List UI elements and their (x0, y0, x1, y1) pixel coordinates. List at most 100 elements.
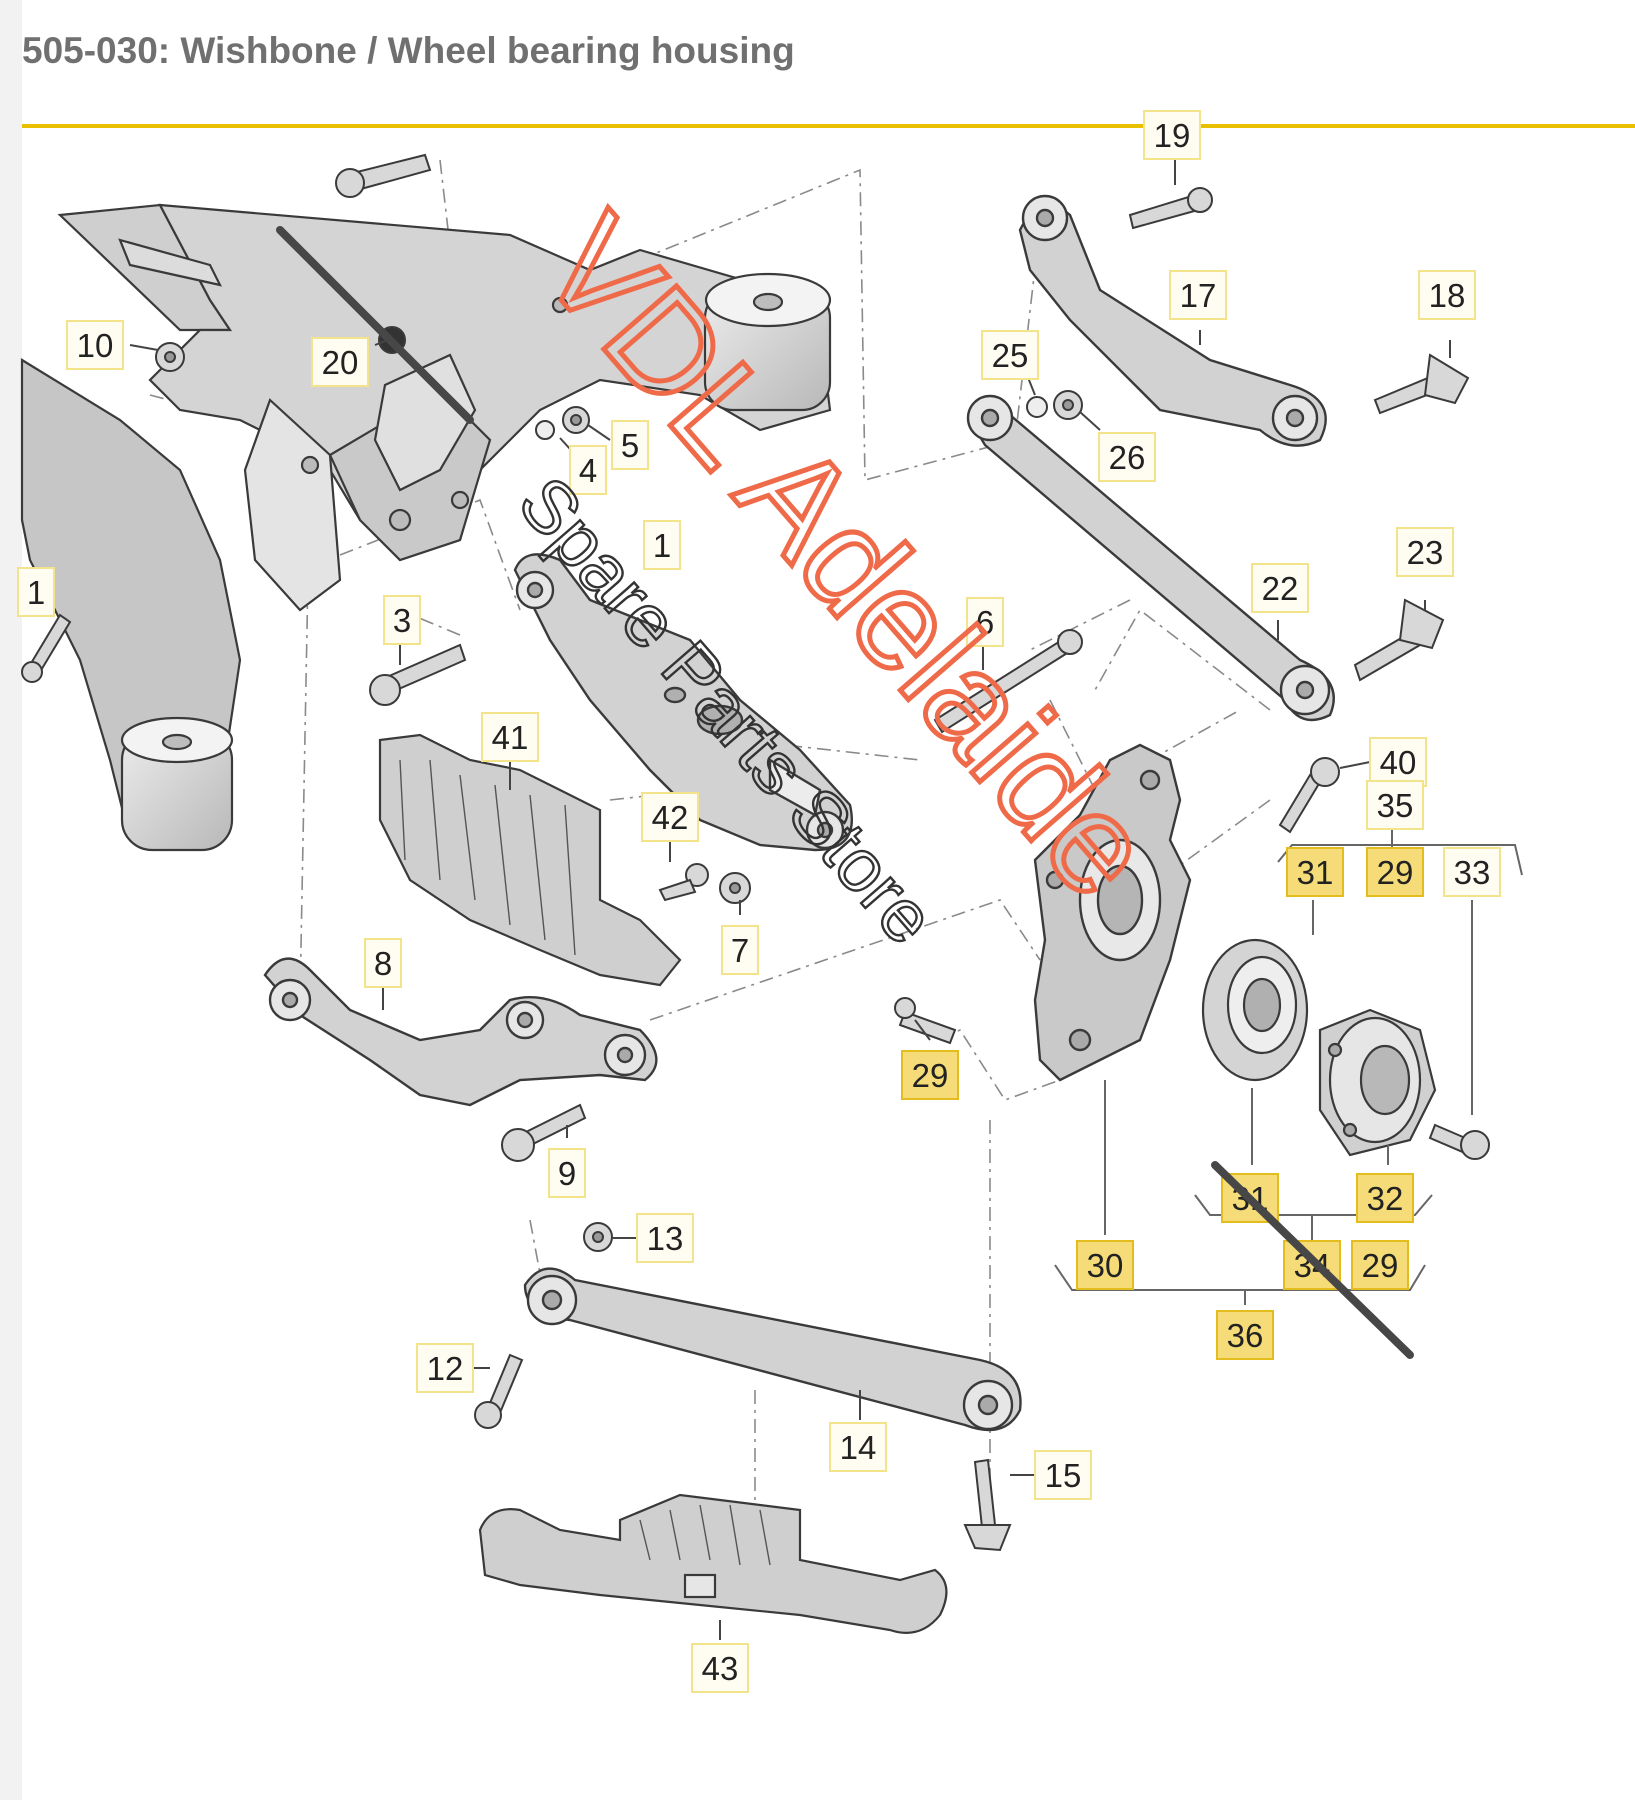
callout-3: 3 (383, 595, 421, 645)
bolt-1-left (21, 613, 72, 683)
callout-number: 1 (653, 527, 671, 564)
callout-box (1366, 780, 1424, 830)
callout-19: 19 (1143, 110, 1201, 160)
callout-box (721, 925, 759, 975)
bolt-29-mid (894, 997, 957, 1045)
callout-29: 29 (1366, 847, 1424, 897)
washer-25 (1026, 396, 1048, 418)
callout-number: 14 (840, 1429, 877, 1466)
callout-29: 29 (901, 1050, 959, 1100)
callout-box (611, 420, 649, 470)
callout-36: 36 (1216, 1310, 1274, 1360)
nut-7 (719, 872, 751, 904)
nut-10 (155, 342, 185, 372)
callout-number: 18 (1429, 277, 1466, 314)
callout-box (1251, 563, 1309, 613)
bolt-19 (1128, 187, 1213, 230)
callout-43: 43 (691, 1643, 749, 1693)
strike-marks (276, 226, 1414, 1359)
group-brackets (1054, 825, 1523, 1305)
callout-14: 14 (829, 1422, 887, 1472)
bolt-23 (1353, 598, 1445, 682)
callout-6: 6 (966, 597, 1004, 647)
callout-box (966, 597, 1004, 647)
callout-box (829, 1422, 887, 1472)
control-arms (263, 194, 1335, 1432)
nut-26 (1053, 390, 1083, 420)
callout-25: 25 (981, 330, 1039, 380)
callout-23: 23 (1396, 527, 1454, 577)
callout-number: 33 (1454, 854, 1491, 891)
wheel-bearing-housing (1033, 743, 1192, 1082)
callout-number: 22 (1262, 570, 1299, 607)
bolt-9 (501, 1103, 587, 1162)
callout-number: 15 (1045, 1457, 1082, 1494)
covers (378, 733, 948, 1634)
callout-30: 30 (1076, 1240, 1134, 1290)
callout-number: 31 (1297, 854, 1334, 891)
callout-number: 20 (322, 344, 359, 381)
callout-41: 41 (481, 712, 539, 762)
callout-number: 36 (1227, 1317, 1264, 1354)
callout-box (364, 938, 402, 988)
callout-box (1034, 1450, 1092, 1500)
bolt-12 (474, 1353, 524, 1429)
callout-number: 40 (1380, 744, 1417, 781)
callout-number: 19 (1154, 117, 1191, 154)
callout-box (1418, 270, 1476, 320)
nut-5 (562, 406, 590, 434)
callout-4: 4 (569, 445, 607, 495)
callout-number: 29 (1377, 854, 1414, 891)
callout-box (416, 1343, 474, 1393)
nut-13 (583, 1222, 613, 1252)
callout-5: 5 (611, 420, 649, 470)
callout-20: 20 (311, 337, 369, 387)
callout-number: 30 (1087, 1247, 1124, 1284)
upper-arm-17 (1018, 194, 1327, 447)
callout-box (636, 1213, 694, 1263)
cover-43 (478, 1493, 948, 1634)
callout-box (1286, 847, 1344, 897)
callout-number: 35 (1377, 787, 1414, 824)
callout-35: 35 (1366, 780, 1424, 830)
callout-box (1443, 847, 1501, 897)
callout-number: 4 (579, 452, 597, 489)
callout-22: 22 (1251, 563, 1309, 613)
callout-10: 10 (66, 320, 124, 370)
bolt-33 (1428, 1123, 1490, 1160)
callout-1: 1 (17, 567, 55, 617)
callout-number: 12 (427, 1350, 464, 1387)
callout-box (481, 712, 539, 762)
bolt-40 (1278, 757, 1340, 834)
callout-number: 17 (1180, 277, 1217, 314)
callout-33: 33 (1443, 847, 1501, 897)
callout-box (1356, 1173, 1414, 1223)
hub-32 (1318, 1008, 1437, 1157)
bolt-top (335, 153, 432, 198)
callout-number: 1 (27, 574, 45, 611)
callout-number: 8 (374, 945, 392, 982)
callout-8: 8 (364, 938, 402, 988)
callout-number: 25 (992, 337, 1029, 374)
bolt-15 (963, 1458, 1012, 1552)
callout-number: 23 (1407, 534, 1444, 571)
page-title: 505-030: Wishbone / Wheel bearing housin… (22, 30, 795, 71)
callout-number: 26 (1109, 439, 1146, 476)
callout-40: 40 (1369, 737, 1427, 787)
callout-9: 9 (548, 1148, 586, 1198)
callout-number: 29 (1362, 1247, 1399, 1284)
callout-box (1396, 527, 1454, 577)
callout-box (1351, 1240, 1409, 1290)
callout-18: 18 (1418, 270, 1476, 320)
callout-box (1366, 847, 1424, 897)
callout-box (643, 520, 681, 570)
callout-12: 12 (416, 1343, 474, 1393)
callout-42: 42 (641, 792, 699, 842)
bolt-3 (369, 643, 467, 706)
callout-1: 1 (643, 520, 681, 570)
callout-number: 29 (912, 1057, 949, 1094)
clip-42 (658, 863, 709, 902)
washer-4 (535, 420, 555, 440)
